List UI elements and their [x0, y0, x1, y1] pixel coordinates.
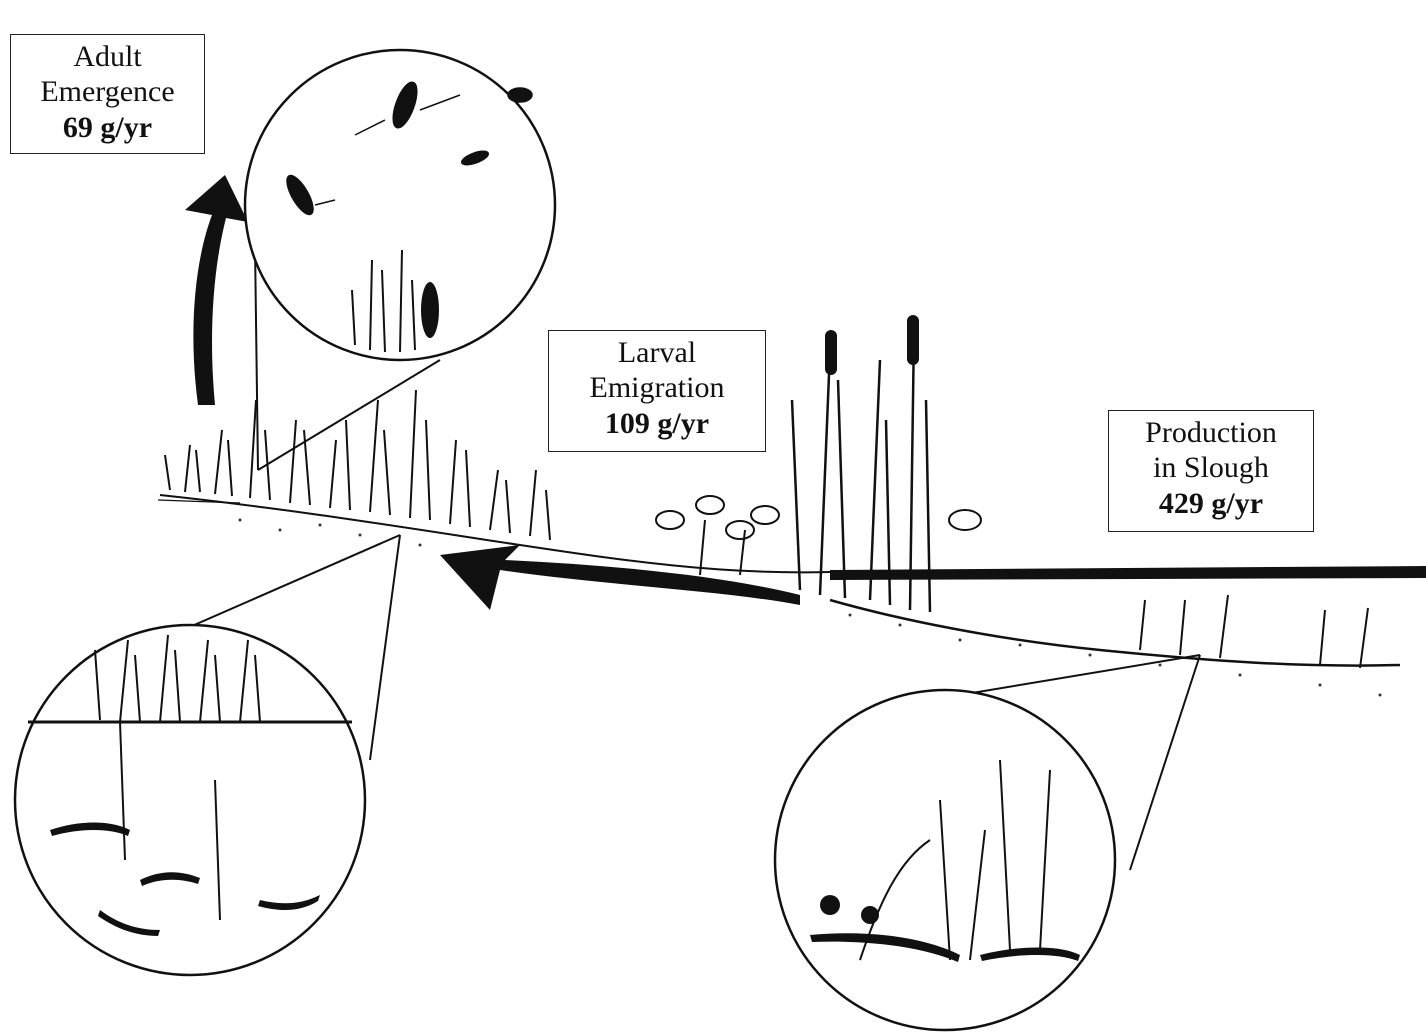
- larval-line1: Larval: [549, 335, 765, 370]
- slough-bottom-circle: [775, 690, 1115, 1030]
- production-value: 429 g/yr: [1109, 486, 1313, 521]
- larval-line2: Emigration: [549, 370, 765, 405]
- bank-grass: [165, 390, 550, 540]
- artist-signature: [158, 500, 240, 503]
- production-in-slough-label: Production in Slough 429 g/yr: [1108, 410, 1314, 532]
- adult-emergence-label: Adult Emergence 69 g/yr: [10, 34, 205, 154]
- larval-emigration-arrow: [440, 545, 800, 610]
- cattail-head-1: [825, 330, 837, 375]
- adult-line1: Adult: [11, 39, 204, 74]
- adult-emergence-arrow: [185, 175, 248, 405]
- leafy-plants: [656, 496, 981, 575]
- pupa: [421, 282, 439, 338]
- production-line1: Production: [1109, 415, 1313, 450]
- sediment-dots: [239, 519, 1382, 697]
- adult-value: 69 g/yr: [11, 110, 204, 145]
- larval-emigration-label: Larval Emigration 109 g/yr: [548, 330, 766, 452]
- production-line2: in Slough: [1109, 450, 1313, 485]
- insect-circle: [245, 50, 555, 360]
- water-band: [830, 566, 1426, 580]
- submerged-circle: [15, 625, 365, 975]
- larval-value: 109 g/yr: [549, 406, 765, 441]
- cattail-head-2: [907, 315, 919, 365]
- adult-line2: Emergence: [11, 74, 204, 109]
